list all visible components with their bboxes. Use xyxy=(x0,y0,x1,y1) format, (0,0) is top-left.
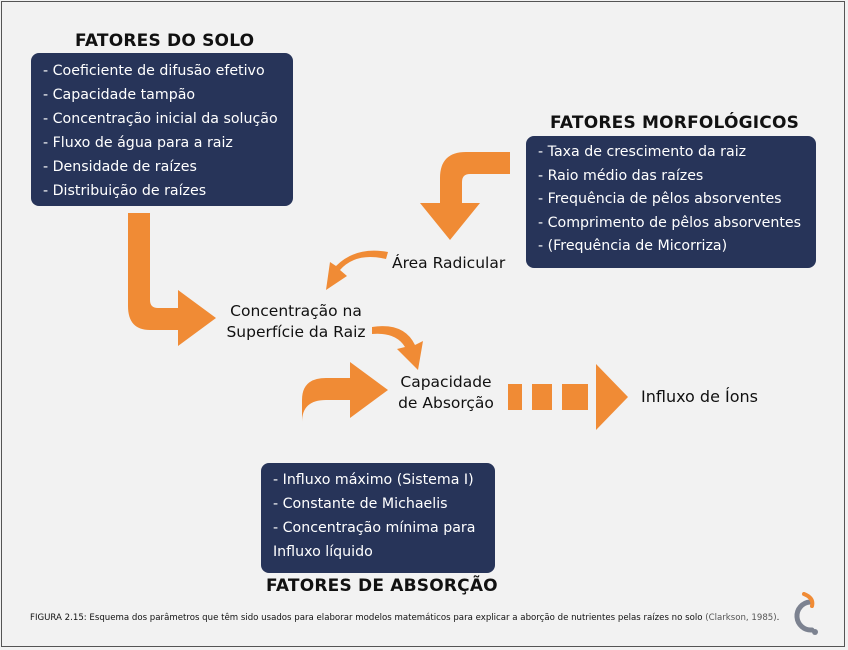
solo-item: - Densidade de raízes xyxy=(43,159,197,175)
caption-reference: (Clarkson, 1985) xyxy=(705,613,777,623)
solo-item: - Distribuição de raízes xyxy=(43,183,207,199)
caption-end: . xyxy=(776,613,780,623)
solo-title: FATORES DO SOLO xyxy=(75,31,255,51)
absorcao-item: - Constante de Michaelis xyxy=(273,496,448,512)
node-capacidade-line2: de Absorção xyxy=(398,394,494,412)
morfologicos-item: - Taxa de crescimento da raiz xyxy=(538,144,747,160)
absorcao-item: Influxo líquido xyxy=(273,544,373,560)
brand-logo-icon xyxy=(794,592,818,635)
figure-caption: FIGURA 2.15: Esquema dos parâmetros que … xyxy=(30,613,779,623)
morfologicos-item: - Frequência de pêlos absorventes xyxy=(538,191,782,207)
absorcao-title: FATORES DE ABSORÇÃO xyxy=(266,576,498,596)
solo-item: - Coeficiente de difusão efetivo xyxy=(43,63,265,79)
node-concentracao-line1: Concentração na xyxy=(230,302,362,320)
dash-3 xyxy=(562,384,588,410)
node-capacidade: Capacidade de Absorção xyxy=(394,372,498,414)
solo-box: - Coeficiente de difusão efetivo - Capac… xyxy=(31,53,293,206)
node-capacidade-line1: Capacidade xyxy=(400,373,492,391)
node-concentracao: Concentração na Superfície da Raiz xyxy=(224,301,368,343)
caption-text: FIGURA 2.15: Esquema dos parâmetros que … xyxy=(30,613,706,623)
arrow-head-influxo xyxy=(596,364,628,430)
node-concentracao-line2: Superfície da Raiz xyxy=(226,323,366,341)
dash-2 xyxy=(532,384,552,410)
arrow-absorcao-to-capacidade xyxy=(302,362,388,458)
node-area-radicular: Área Radicular xyxy=(392,254,506,272)
absorcao-item: - Influxo máximo (Sistema I) xyxy=(273,472,474,488)
morfologicos-item: - Comprimento de pêlos absorventes xyxy=(538,214,802,231)
arrow-area-to-concentracao xyxy=(326,250,388,290)
morfologicos-item: - (Frequência de Micorriza) xyxy=(538,238,728,254)
arrow-morf-to-area xyxy=(420,152,510,240)
solo-item: - Fluxo de água para a raiz xyxy=(43,135,233,151)
morfologicos-item: - Raio médio das raízes xyxy=(538,167,704,184)
absorcao-item: - Concentração mínima para xyxy=(273,520,476,536)
solo-item: - Concentração inicial da solução xyxy=(43,111,278,127)
arrow-solo-to-concentracao xyxy=(128,213,216,346)
node-influxo-ions: Influxo de Íons xyxy=(641,387,758,406)
morfologicos-box: - Taxa de crescimento da raiz - Raio méd… xyxy=(526,136,816,268)
dash-1 xyxy=(508,384,522,410)
solo-item: - Capacidade tampão xyxy=(43,87,196,103)
morfologicos-title: FATORES MORFOLÓGICOS xyxy=(550,113,800,133)
absorcao-box: - Influxo máximo (Sistema I) - Constante… xyxy=(261,463,495,573)
arrow-concentracao-to-capacidade xyxy=(372,326,423,370)
